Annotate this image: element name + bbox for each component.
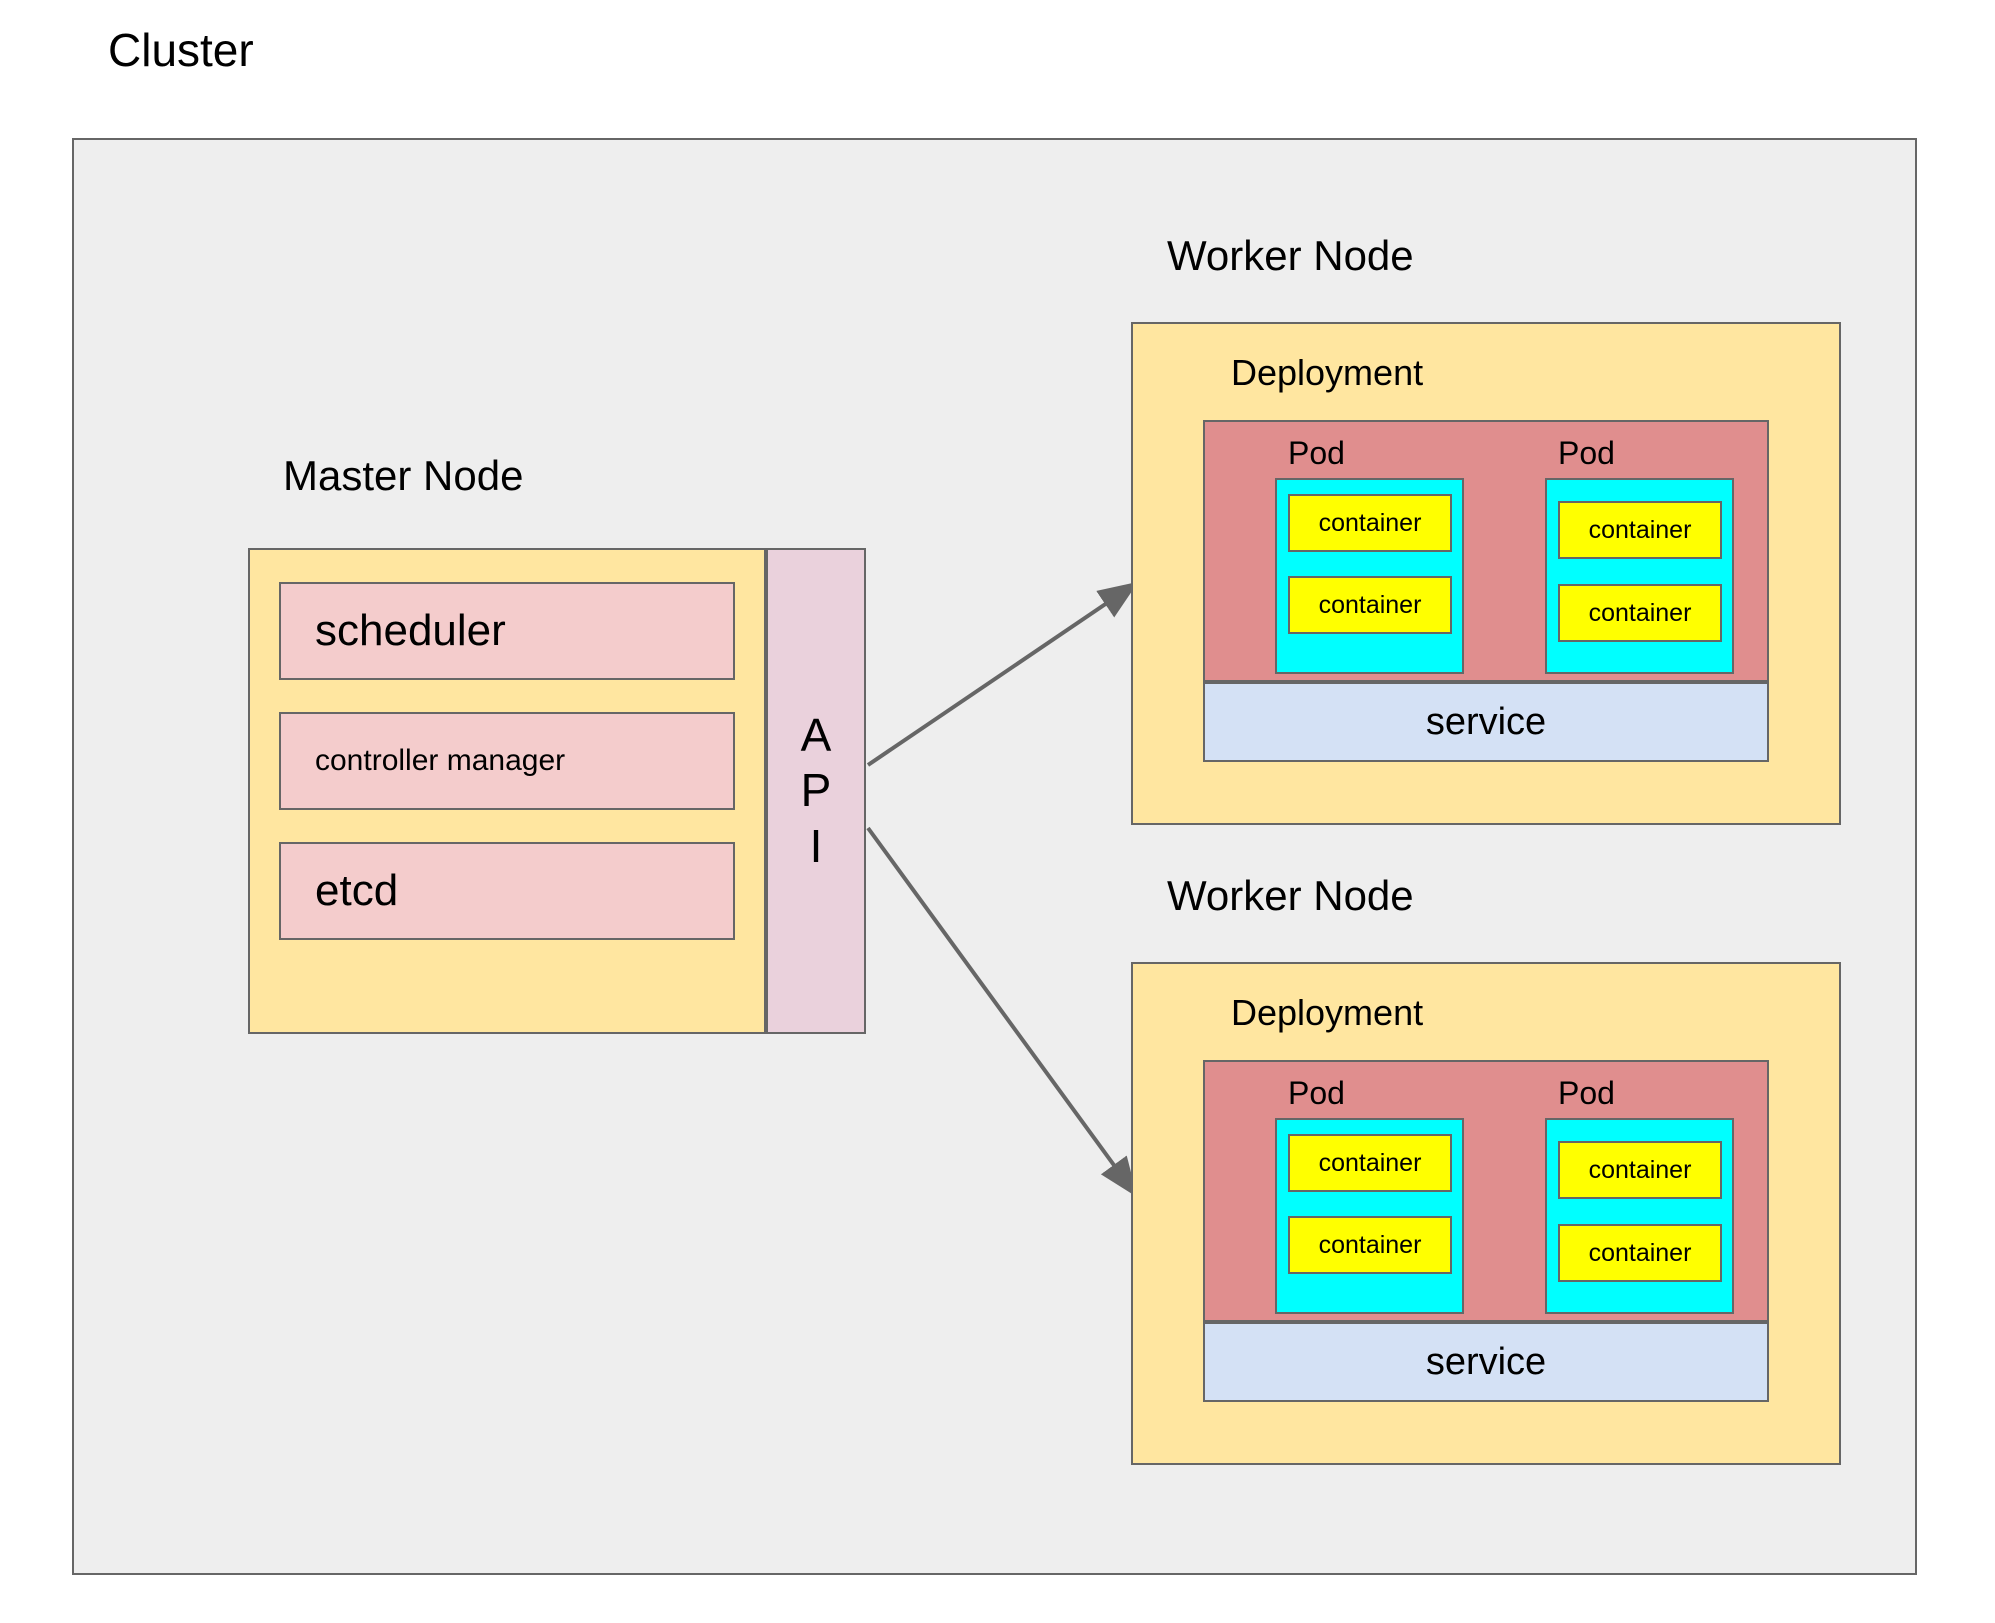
worker-node-1-pod-2-container-1[interactable]: container <box>1558 501 1722 559</box>
master-node-box: scheduler controller manager etcd <box>248 548 766 1034</box>
worker-node-1-pod-2-label: Pod <box>1558 435 1615 471</box>
worker-node-2-service-box[interactable]: service <box>1203 1322 1769 1402</box>
master-component-controller-manager[interactable]: controller manager <box>279 712 735 810</box>
worker-node-1-pod-1-container-1[interactable]: container <box>1288 494 1452 552</box>
container-label: container <box>1318 590 1422 619</box>
worker-node-2-deployment-label: Deployment <box>1231 992 1424 1033</box>
worker-node-2-pod-1-label: Pod <box>1288 1075 1345 1111</box>
service-label: service <box>1425 700 1547 743</box>
container-label: container <box>1588 598 1692 627</box>
controller-manager-label: controller manager <box>315 744 566 777</box>
api-letter-i: I <box>809 819 823 872</box>
worker-node-1-pod-1-container-2[interactable]: container <box>1288 576 1452 634</box>
worker-node-2-pod-2-label: Pod <box>1558 1075 1615 1111</box>
master-component-etcd[interactable]: etcd <box>279 842 735 940</box>
worker-node-2-pod-1-container-2[interactable]: container <box>1288 1216 1452 1274</box>
worker-node-2-pod-2-container-2[interactable]: container <box>1558 1224 1722 1282</box>
api-server-box[interactable]: A P I <box>766 548 866 1034</box>
worker-node-1-pod-2-container-2[interactable]: container <box>1558 584 1722 642</box>
master-node-title: Master Node <box>283 452 524 499</box>
worker-node-1-service-box[interactable]: service <box>1203 682 1769 762</box>
worker-node-2-pod-2-container-1[interactable]: container <box>1558 1141 1722 1199</box>
container-label: container <box>1588 1238 1692 1267</box>
worker-node-1-pod-1-label: Pod <box>1288 435 1345 471</box>
container-label: container <box>1588 1155 1692 1184</box>
worker-node-2-title: Worker Node <box>1167 872 1414 919</box>
container-label: container <box>1318 1230 1422 1259</box>
master-component-scheduler[interactable]: scheduler <box>279 582 735 680</box>
container-label: container <box>1318 1148 1422 1177</box>
etcd-label: etcd <box>315 866 399 915</box>
worker-node-2-pod-1-container-1[interactable]: container <box>1288 1134 1452 1192</box>
worker-node-1-deployment-label: Deployment <box>1231 352 1424 393</box>
cluster-title: Cluster <box>108 24 254 76</box>
scheduler-label: scheduler <box>315 606 506 655</box>
container-label: container <box>1318 508 1422 537</box>
worker-node-1-title: Worker Node <box>1167 232 1414 279</box>
api-letter-a: A <box>800 708 832 761</box>
service-label: service <box>1425 1340 1547 1383</box>
api-letter-p: P <box>800 764 832 817</box>
container-label: container <box>1588 515 1692 544</box>
